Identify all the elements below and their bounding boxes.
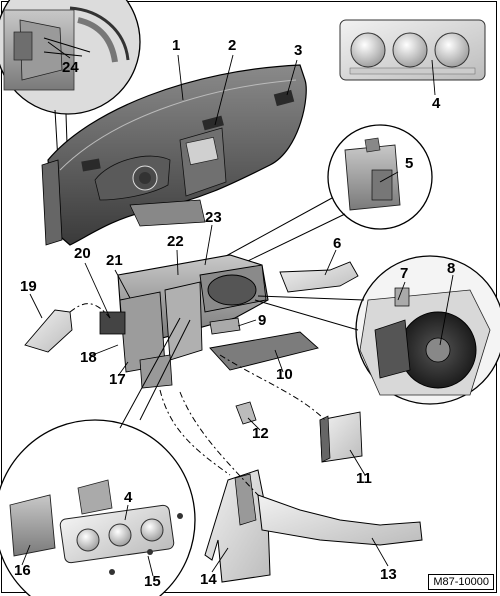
- dashboard-panel: [41, 64, 307, 246]
- detail-circle-15-16: [0, 419, 196, 596]
- callout-24: 24: [62, 59, 79, 76]
- callout-10: 10: [276, 366, 293, 383]
- callout-7: 7: [400, 265, 409, 282]
- callout-17: 17: [109, 371, 126, 388]
- callout-18: 18: [80, 349, 97, 366]
- callout-22: 22: [167, 233, 184, 250]
- detail-circle-7-8: [355, 255, 500, 405]
- callout-6: 6: [333, 235, 342, 252]
- reference-code: M87-10000: [428, 574, 494, 590]
- leader-lines: [21, 41, 454, 577]
- cover-plate-10: [209, 331, 319, 371]
- clip-12: [235, 401, 257, 425]
- callout-20: 20: [74, 245, 91, 262]
- callout-8: 8: [447, 260, 456, 277]
- climatronic-control-unit-top: [339, 19, 486, 81]
- callout-4-bottom: 4: [124, 489, 133, 506]
- callout-5: 5: [405, 155, 414, 172]
- footwell-duct-13: [257, 494, 423, 546]
- detail-circle-24: [0, 0, 141, 115]
- air-duct-6: [279, 261, 359, 293]
- callout-3: 3: [294, 42, 303, 59]
- callout-16: 16: [14, 562, 31, 579]
- callout-19: 19: [20, 278, 37, 295]
- control-module-11: [319, 411, 363, 463]
- air-duct-19: [24, 309, 73, 353]
- callout-4-top: 4: [432, 95, 441, 112]
- detail-circle-5: [327, 124, 433, 230]
- heater-box-assembly: [99, 254, 269, 389]
- callout-13: 13: [380, 566, 397, 583]
- callout-14: 14: [200, 571, 217, 588]
- footwell-duct-14: [204, 469, 271, 583]
- bracket-9: [209, 317, 241, 335]
- callout-23: 23: [205, 209, 222, 226]
- callout-21: 21: [106, 252, 123, 269]
- callout-12: 12: [252, 425, 269, 442]
- callout-15: 15: [144, 573, 161, 590]
- callout-1: 1: [172, 37, 181, 54]
- callout-2: 2: [228, 37, 237, 54]
- callout-9: 9: [258, 312, 267, 329]
- callout-11: 11: [356, 470, 372, 487]
